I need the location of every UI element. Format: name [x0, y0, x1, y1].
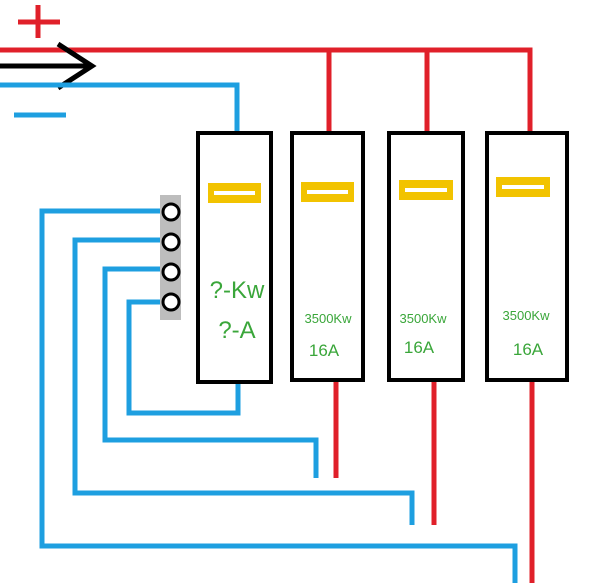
breaker-1-current: 16A — [309, 341, 340, 360]
negative-wires — [0, 82, 518, 583]
breaker-3-power: 3500Kw — [503, 308, 551, 323]
terminal-ring-icon — [161, 232, 181, 252]
main-breaker: ?-Kw ?-A — [196, 131, 273, 384]
positive-bus — [0, 47, 535, 583]
terminal-ring-icon — [161, 262, 181, 282]
terminal-block — [160, 195, 181, 320]
arrow-right-icon — [0, 41, 97, 91]
breaker-3: 3500Kw 16A — [485, 131, 569, 382]
terminal-ring-icon — [161, 202, 181, 222]
main-breaker-power: ?-Kw — [210, 277, 265, 304]
main-breaker-current: ?-A — [218, 317, 255, 344]
plus-sign-icon — [18, 5, 60, 38]
breaker-1-power: 3500Kw — [305, 311, 353, 326]
breaker-2: 3500Kw 16A — [387, 131, 465, 382]
breaker-3-current: 16A — [513, 340, 544, 359]
breaker-1: 3500Kw 16A — [290, 131, 365, 382]
terminal-ring-icon — [161, 292, 181, 312]
breaker-2-current: 16A — [404, 338, 435, 357]
breaker-2-power: 3500Kw — [400, 311, 448, 326]
